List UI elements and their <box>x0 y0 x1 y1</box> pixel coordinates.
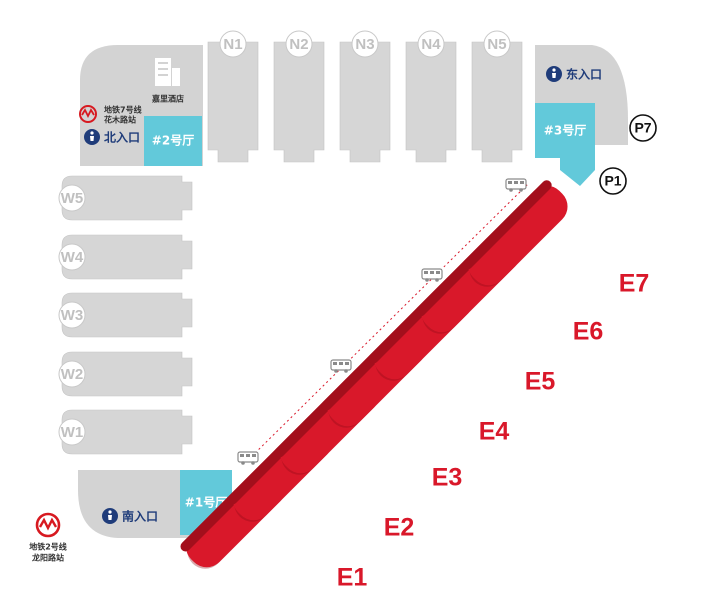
hall-1-label: #1号厅 <box>185 495 227 510</box>
hall-n3[interactable]: N3 <box>339 30 391 163</box>
hall-2-label: #2号厅 <box>152 133 194 148</box>
parking-p1[interactable]: P1 <box>599 167 627 195</box>
hall-n2-label: N2 <box>289 36 308 53</box>
west-halls: W5 W4 W3 W2 W1 <box>58 175 193 455</box>
east-entrance-label: 东入口 <box>566 67 602 82</box>
hall-e1-label: E1 <box>337 564 368 592</box>
hall-w4[interactable]: W4 <box>58 234 193 280</box>
hall-w2[interactable]: W2 <box>58 351 193 397</box>
hall-e7[interactable] <box>459 178 575 294</box>
hall-w1[interactable]: W1 <box>58 409 193 455</box>
hall-n1-label: N1 <box>223 36 242 53</box>
shuttle-bus-icon <box>330 359 352 373</box>
building-icon <box>155 58 180 86</box>
hall-e1-badge <box>333 559 371 597</box>
hall-n5[interactable]: N5 <box>471 30 523 163</box>
parking-p7-label: P7 <box>634 120 651 136</box>
metro-line7-station[interactable]: 地铁7号线 花木路站 <box>79 105 142 125</box>
hall-3-connector <box>560 158 595 186</box>
hall-w5-label: W5 <box>61 190 84 207</box>
north-halls: N1 N2 N3 N4 N5 <box>207 30 523 163</box>
hall-n4[interactable]: N4 <box>405 30 457 163</box>
hall-3-label: #3号厅 <box>544 123 586 138</box>
hall-e7-badge <box>615 265 653 303</box>
shuttle-bus-icon <box>505 178 527 192</box>
hall-e2-badge <box>380 509 418 547</box>
east-halls: E1 E2 E3 E4 E5 E6 E7 <box>180 178 653 597</box>
hall-n1[interactable]: N1 <box>207 30 259 163</box>
hall-e7-label: E7 <box>619 270 650 298</box>
hall-e4-badge <box>475 413 513 451</box>
parking-p7[interactable]: P7 <box>629 114 657 142</box>
south-entrance[interactable]: 南入口 <box>102 508 158 524</box>
hall-e4-label: E4 <box>479 418 510 446</box>
hall-e5-badge <box>521 363 559 401</box>
metro-logo-icon <box>35 512 61 538</box>
hall-2-lobby[interactable] <box>144 116 202 166</box>
hall-n5-label: N5 <box>487 36 506 53</box>
hall-w3-label: W3 <box>61 307 84 324</box>
metro-line2-station-name: 龙阳路站 <box>31 553 64 563</box>
hall-w3[interactable]: W3 <box>58 292 193 338</box>
hall-e6-badge <box>569 313 607 351</box>
east-entrance[interactable]: 东入口 <box>546 66 602 82</box>
north-entrance[interactable]: 北入口 <box>84 129 140 145</box>
hall-3-lobby[interactable] <box>535 103 595 158</box>
shuttle-bus-icon <box>237 451 259 465</box>
hall-e3-badge <box>428 459 466 497</box>
hall-w1-label: W1 <box>61 424 84 441</box>
hall-w2-label: W2 <box>61 366 84 383</box>
south-entrance-label: 南入口 <box>122 509 158 524</box>
north-entrance-label: 北入口 <box>104 130 140 145</box>
hall-n2[interactable]: N2 <box>273 30 325 163</box>
hall-e6-label: E6 <box>573 318 604 346</box>
metro-line7-station-name: 花木路站 <box>104 115 136 125</box>
hall-n4-label: N4 <box>421 36 441 53</box>
metro-line2-name: 地铁2号线 <box>29 542 67 552</box>
shuttle-bus-icon <box>421 268 443 282</box>
hall-w4-label: W4 <box>61 249 84 266</box>
parking-p1-label: P1 <box>604 173 621 189</box>
hall-e5-label: E5 <box>525 368 556 396</box>
hotel-label: 嘉里酒店 <box>151 94 184 104</box>
hall-n3-label: N3 <box>355 36 374 53</box>
hotel[interactable]: 嘉里酒店 <box>151 58 184 104</box>
hall-e2-label: E2 <box>384 514 415 542</box>
metro-logo-icon <box>79 105 97 123</box>
shuttle-route-line <box>247 183 529 461</box>
hall-e3-label: E3 <box>432 464 463 492</box>
metro-line2-station[interactable]: 地铁2号线 龙阳路站 <box>29 512 67 563</box>
hall-w5[interactable]: W5 <box>58 175 193 221</box>
metro-line7-name: 地铁7号线 <box>104 105 142 115</box>
